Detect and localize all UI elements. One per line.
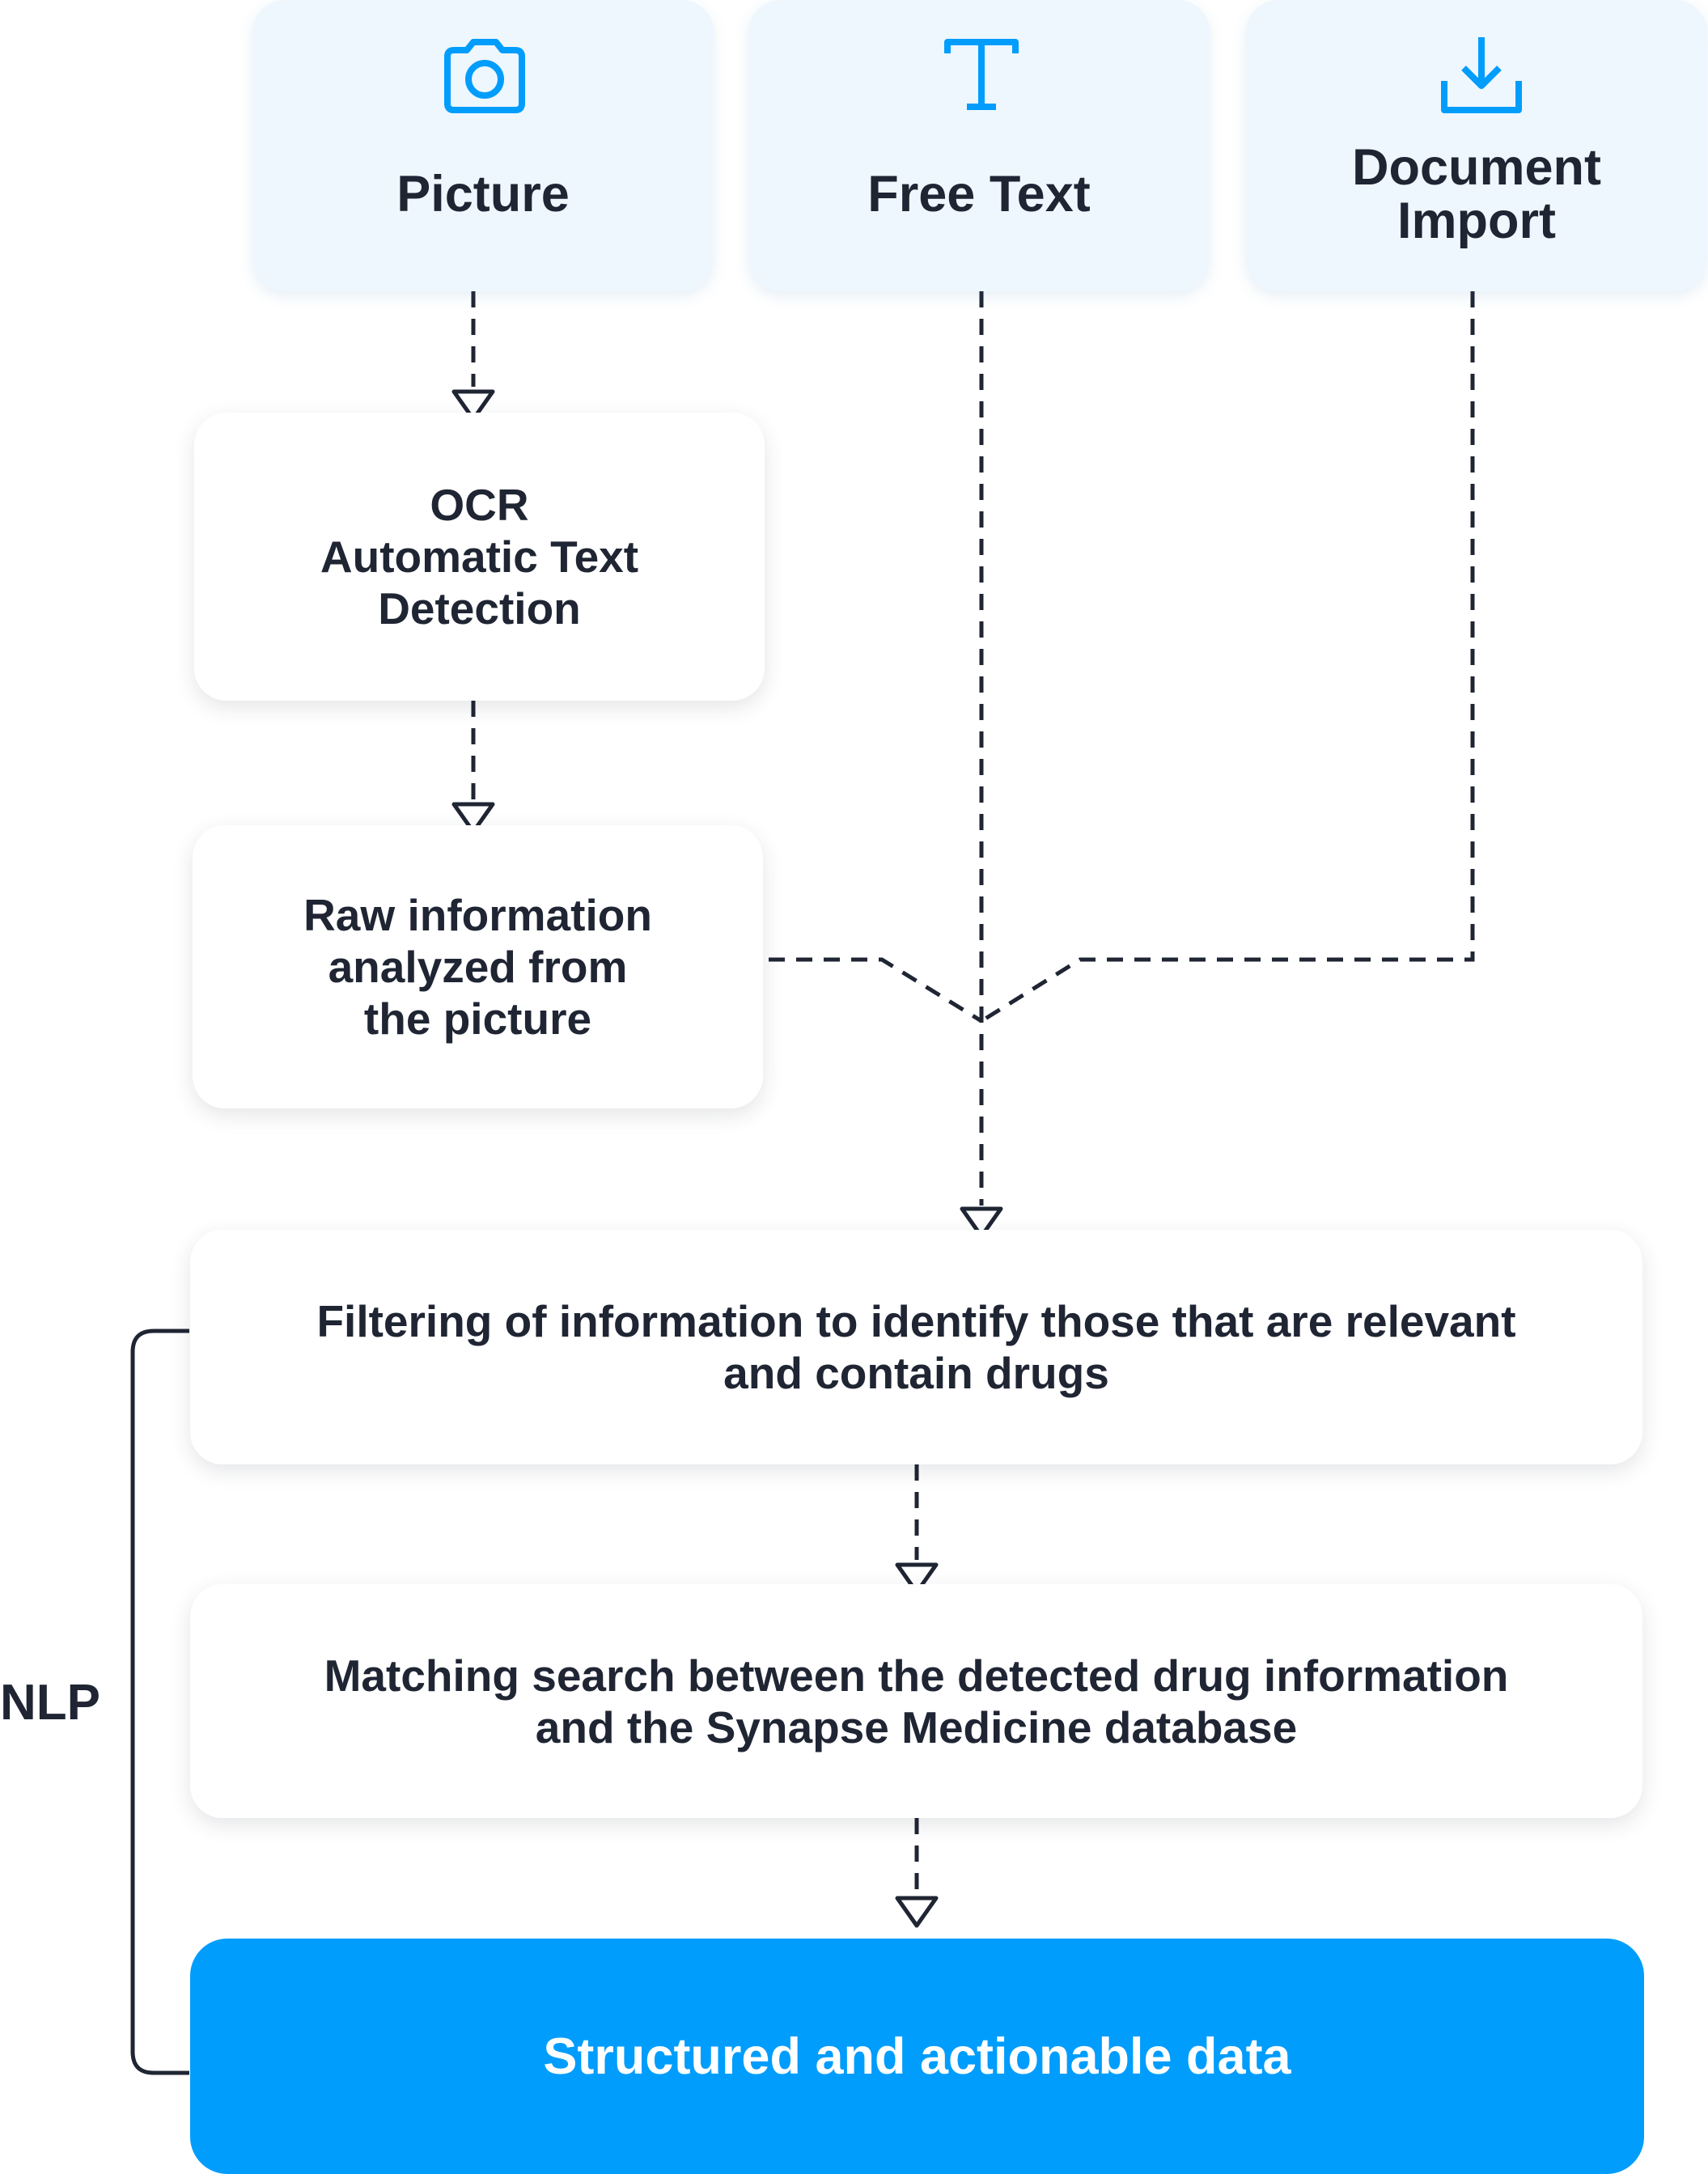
step-raw-info-text: Raw information analyzed from the pictur… [303, 890, 652, 1044]
arrowhead-raw [451, 802, 495, 834]
connector-raw-merge [769, 957, 983, 1023]
input-document-import-card: Document Import [1246, 0, 1707, 291]
input-document-import-label: Document Import [1351, 139, 1602, 249]
step-ocr-card: OCR Automatic Text Detection [194, 413, 765, 701]
step-filtering-text: Filtering of information to identify tho… [316, 1296, 1516, 1398]
input-free-text-card: Free Text [748, 0, 1210, 291]
arrowhead-filtering [960, 1206, 1003, 1239]
step-output-text: Structured and actionable data [543, 2028, 1291, 2085]
step-output-card: Structured and actionable data [190, 1939, 1644, 2174]
arrowhead-matching [895, 1562, 939, 1595]
input-free-text-label: Free Text [867, 166, 1091, 222]
download-icon [1441, 37, 1522, 113]
text-icon [944, 39, 1019, 110]
step-matching-card: Matching search between the detected dru… [190, 1584, 1642, 1818]
step-raw-info-card: Raw information analyzed from the pictur… [193, 825, 763, 1108]
step-matching-text: Matching search between the detected dru… [324, 1650, 1509, 1752]
step-ocr-text: OCR Automatic Text Detection [320, 480, 639, 634]
step-filtering-card: Filtering of information to identify tho… [190, 1230, 1642, 1464]
nlp-bracket-label: NLP [0, 1675, 100, 1731]
nlp-bracket [130, 1329, 189, 2075]
arrowhead-ocr [451, 389, 495, 422]
connector-document-merge [980, 291, 1475, 1023]
camera-icon [444, 39, 525, 113]
arrowhead-output [895, 1896, 939, 1928]
input-picture-card: Picture [252, 0, 714, 291]
input-picture-label: Picture [396, 166, 570, 222]
